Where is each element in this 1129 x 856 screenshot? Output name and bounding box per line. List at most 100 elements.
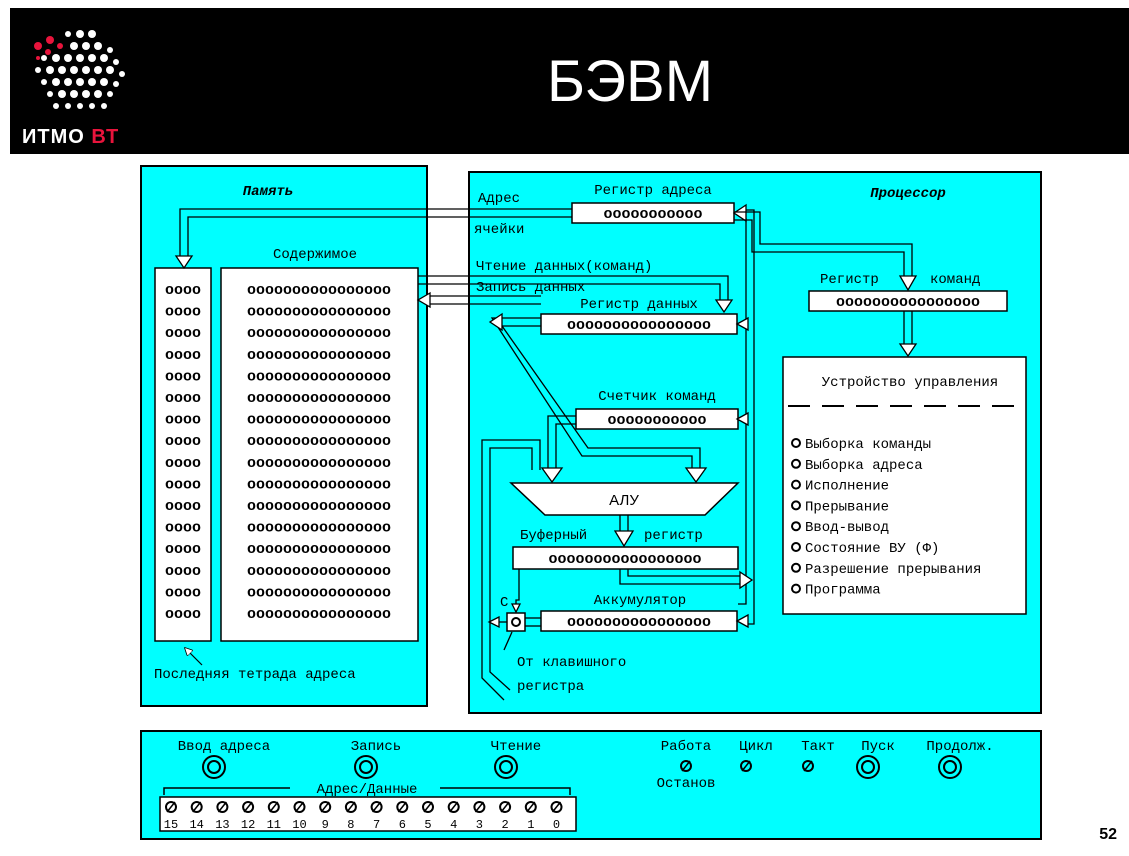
arrow-to-program-counter [735, 411, 749, 427]
memory-content-cells: oooooooooooooooo [247, 584, 391, 601]
memory-address-cells: oooo [165, 433, 201, 450]
switch-bit-label: 1 [527, 818, 534, 832]
start-label: Пуск [861, 739, 895, 755]
state-indicator [791, 479, 801, 490]
read-button-label: Чтение [491, 739, 541, 755]
buffer-register-label-left: Буферный [520, 527, 587, 544]
carry-flag [506, 612, 526, 632]
state-indicator [791, 562, 801, 573]
address-data-switch[interactable] [473, 801, 486, 813]
switch-bit-label: 10 [292, 818, 306, 832]
address-data-switch[interactable] [550, 801, 563, 813]
memory-address-cells: oooo [165, 390, 201, 407]
input-address-button-label: Ввод адреса [178, 739, 270, 755]
switch-bit-label: 7 [373, 818, 380, 832]
address-data-switch[interactable] [242, 801, 255, 813]
arrow-read-to-data-register [714, 299, 734, 314]
accumulator-label: Аккумулятор [594, 593, 686, 609]
state-indicator [791, 438, 801, 448]
start-button[interactable] [856, 755, 880, 779]
state-indicator [791, 542, 801, 552]
address-data-switch[interactable] [267, 801, 280, 813]
continue-button[interactable] [938, 755, 962, 779]
arrow-to-address-register [732, 203, 747, 223]
last-tetrad-pointer [185, 648, 203, 666]
memory-content-cells: oooooooooooooooo [247, 498, 391, 515]
logo-text-main: ИТМО [22, 126, 85, 148]
memory-address-cells: oooo [165, 368, 201, 385]
memory-bottom-label: Последняя тетрада адреса [154, 667, 356, 683]
tact-label: Такт [801, 739, 835, 755]
address-label-2: ячейки [474, 221, 524, 238]
address-data-switch[interactable] [396, 801, 409, 813]
buffer-register [512, 546, 739, 570]
cycle-label: Цикл [739, 739, 773, 755]
alu-shape [509, 482, 740, 516]
arrow-into-data-register-left [488, 312, 503, 332]
run-stop-toggle[interactable] [680, 760, 692, 772]
slide-title: БЭВМ [546, 49, 714, 114]
address-data-label: Адрес/Данные [317, 782, 418, 798]
memory-content-cells: oooooooooooooooo [247, 520, 391, 537]
address-data-switch[interactable] [344, 801, 357, 813]
memory-address-cells: oooo [165, 325, 201, 342]
switch-bit-label: 2 [501, 818, 508, 832]
arrow-alu-left-input [540, 467, 564, 484]
alu-label: АЛУ [609, 492, 639, 509]
read-button[interactable] [494, 755, 518, 779]
control-unit-title: Устройство управления [822, 374, 998, 391]
address-data-switch[interactable] [165, 801, 177, 813]
memory-content-cells: oooooooooooooooo [247, 325, 391, 342]
tact-toggle[interactable] [802, 760, 814, 772]
switch-bit-label: 13 [215, 818, 229, 832]
memory-content-cells: oooooooooooooooo [247, 541, 391, 558]
arrow-to-carry-left [487, 615, 500, 629]
memory-address-cells: oooo [165, 584, 201, 601]
arrow-buffer-to-bus [739, 570, 754, 590]
switch-bit-label: 5 [424, 818, 431, 832]
address-data-switch[interactable] [499, 801, 512, 813]
memory-address-cells: oooo [165, 304, 201, 321]
processor-title: Процессор [870, 186, 946, 202]
memory-address-cells: oooo [165, 412, 201, 429]
memory-content-rows: oooooooooooooooo oooooooooooooooo oooooooo… [247, 282, 391, 623]
input-address-button[interactable] [202, 755, 226, 779]
arrow-to-command-register [898, 275, 918, 292]
address-data-switch[interactable] [190, 801, 203, 813]
carry-flag-cell [511, 617, 521, 627]
itmo-logo-icon [34, 30, 125, 109]
memory-content-cells: oooooooooooooooo [247, 433, 391, 450]
buffer-register-cells: ooooooooooooooooo [548, 551, 701, 568]
switch-bit-label: 12 [241, 818, 255, 832]
memory-title: Память [243, 184, 293, 200]
control-unit-state: Разрешение прерывания [805, 562, 981, 578]
memory-address-cells: oooo [165, 282, 201, 299]
address-data-switch[interactable] [422, 801, 434, 813]
switch-bit-label: 6 [399, 818, 406, 832]
command-register-cells: oooooooooooooooo [836, 294, 980, 311]
control-unit-state: Программа [805, 583, 881, 599]
run-label: Работа [661, 738, 711, 755]
stop-label: Останов [657, 776, 716, 792]
memory-address-rows: oooooooooooooooooooooooooooooooooooooooo… [165, 282, 201, 623]
address-data-switch[interactable] [447, 801, 460, 813]
control-unit-state: Исполнение [805, 479, 889, 495]
read-data-label: Чтение данных(команд) [476, 259, 652, 275]
write-data-label: Запись данных [476, 280, 585, 296]
switch-bit-label: 9 [322, 818, 329, 832]
memory-content-cells: oooooooooooooooo [247, 412, 391, 429]
cycle-toggle[interactable] [740, 760, 752, 772]
address-data-switch[interactable] [319, 801, 332, 813]
write-button[interactable] [354, 755, 378, 779]
switch-bit-label: 8 [347, 818, 354, 832]
arrow-write-to-memory [416, 291, 431, 309]
address-data-switch[interactable] [216, 801, 229, 813]
address-data-switch[interactable] [524, 801, 537, 813]
address-data-switch[interactable] [370, 801, 383, 813]
control-unit-state: Прерывание [805, 499, 889, 515]
switch-bit-label: 11 [267, 818, 281, 832]
address-data-switch[interactable] [293, 801, 306, 813]
logo-text: ИТМО ВТ [22, 126, 119, 149]
memory-address-cells: oooo [165, 347, 201, 364]
